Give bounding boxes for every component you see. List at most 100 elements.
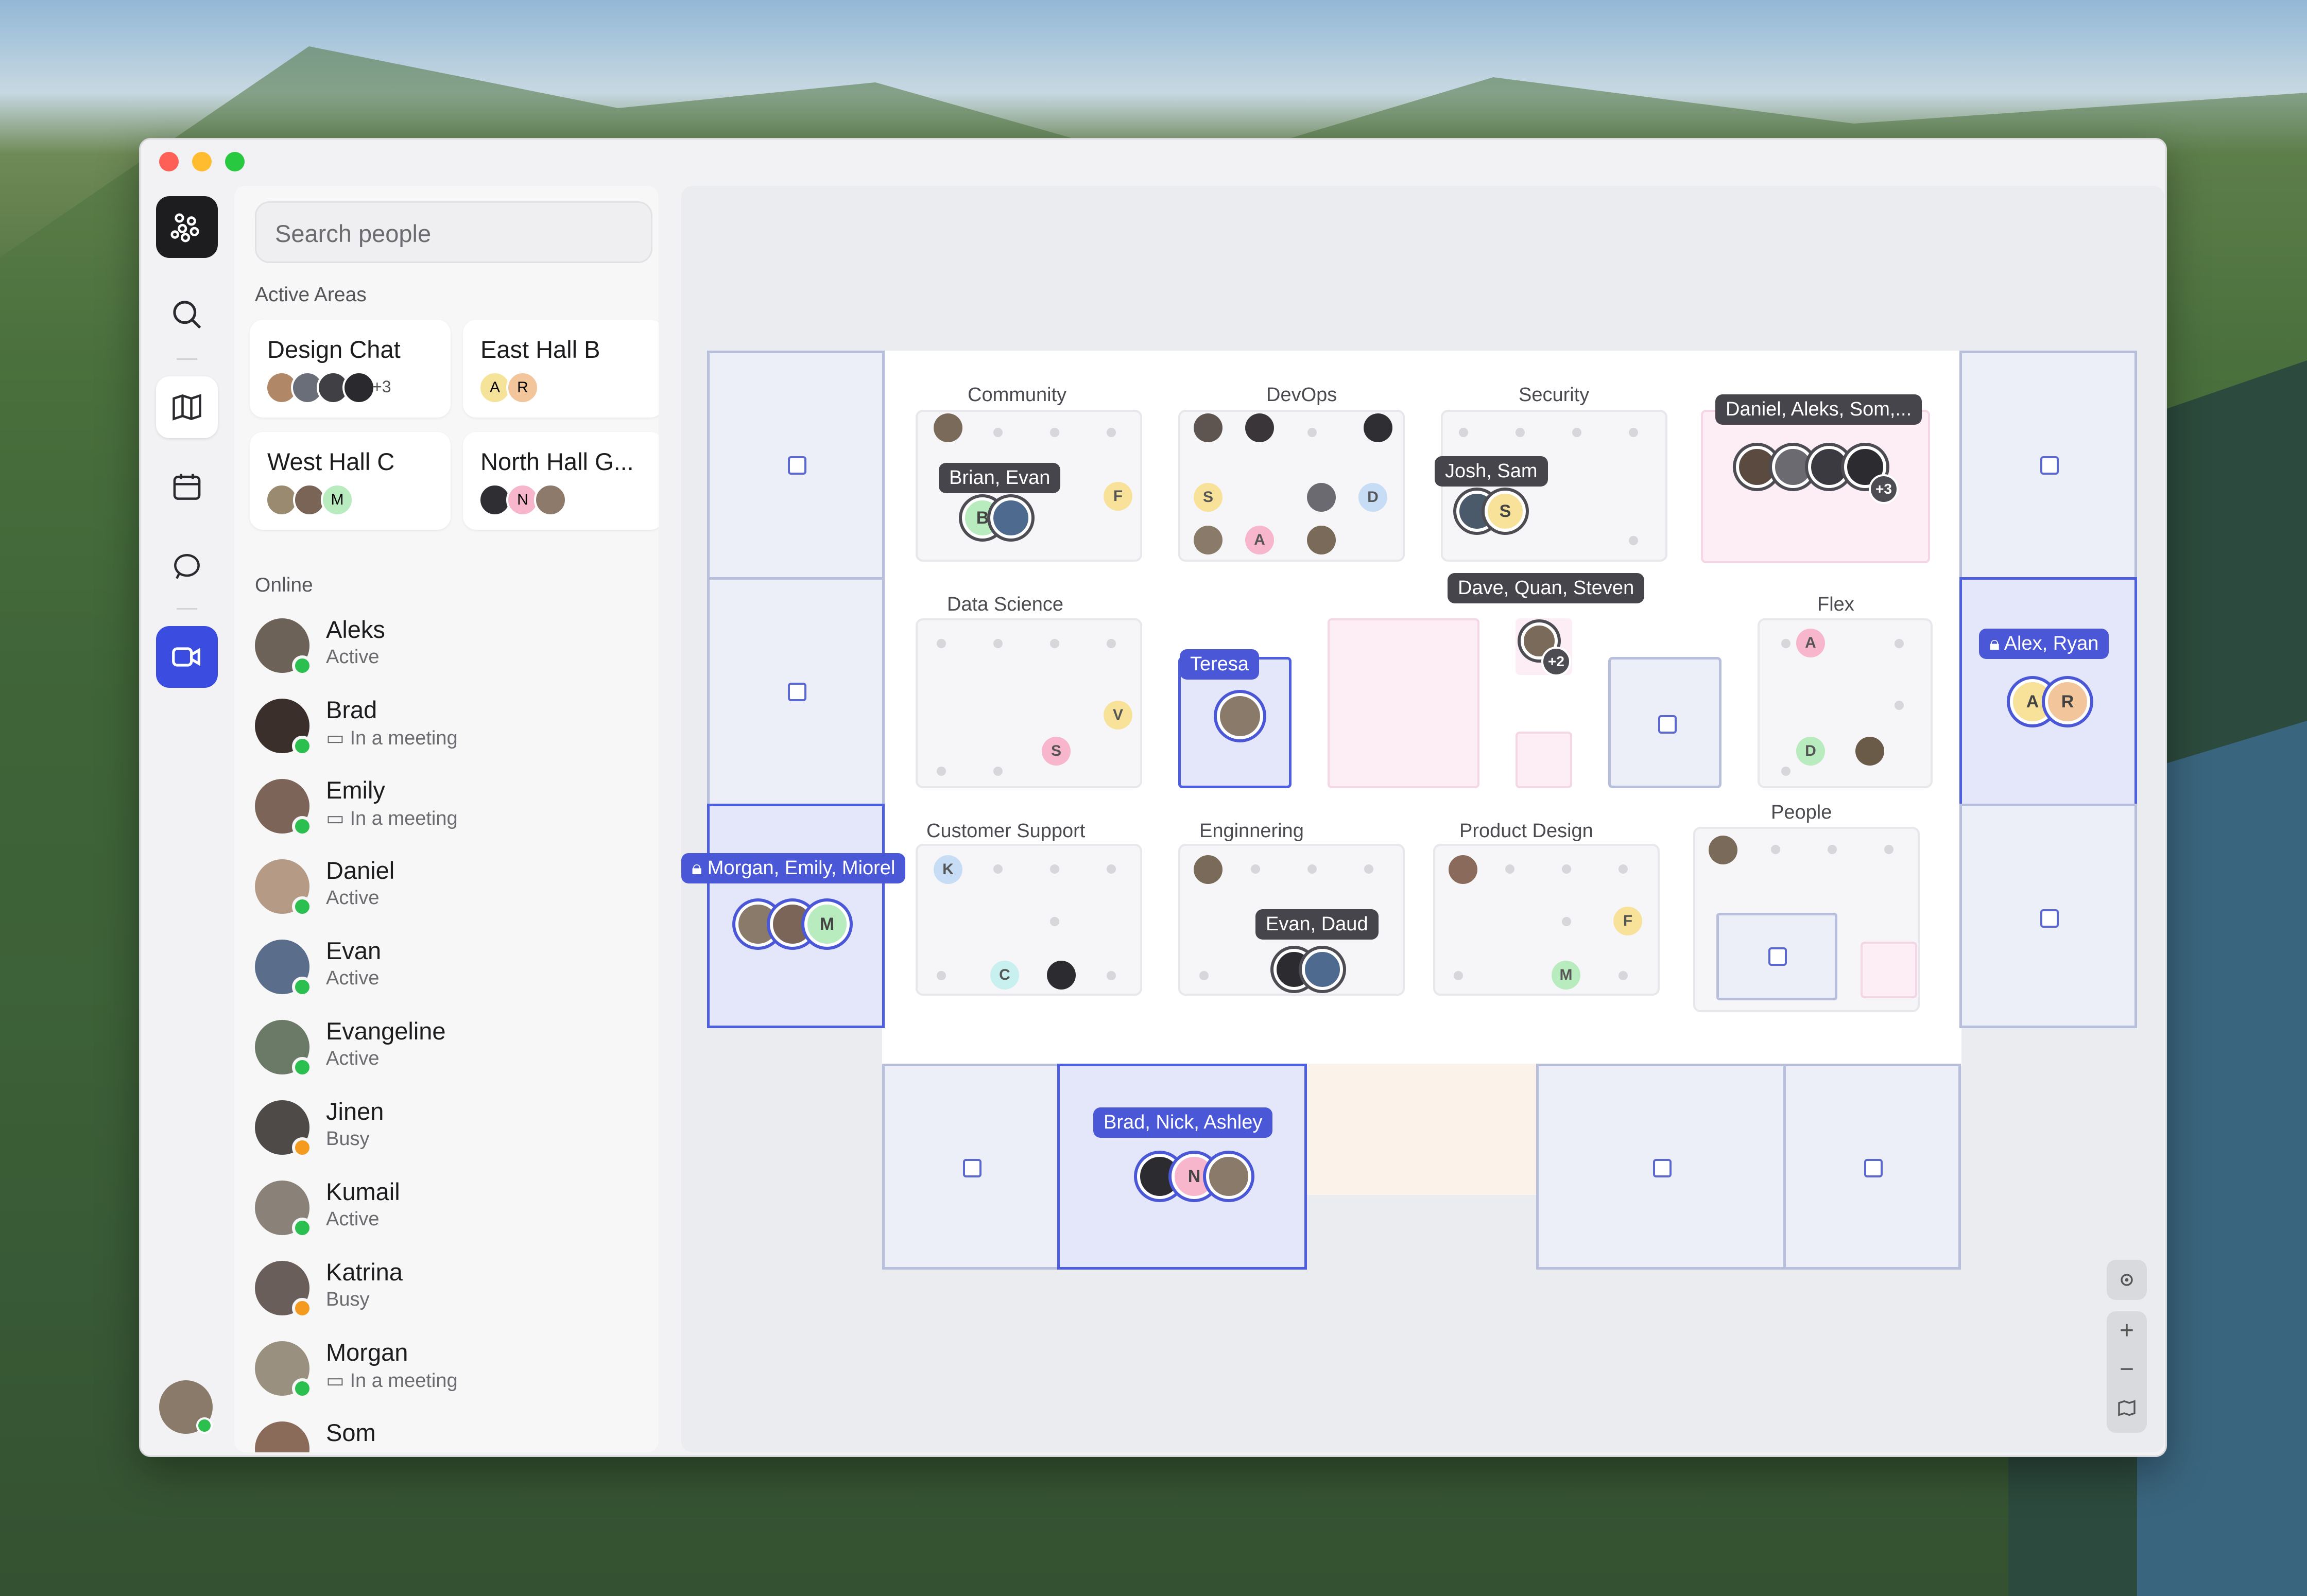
avatar[interactable] bbox=[1307, 526, 1336, 554]
avatar: R bbox=[506, 371, 539, 404]
avatar[interactable] bbox=[1194, 526, 1223, 554]
avatar[interactable]: S bbox=[1042, 737, 1071, 766]
zone-label: Flex bbox=[1809, 594, 1863, 616]
avatar[interactable] bbox=[1245, 413, 1274, 442]
room[interactable] bbox=[1959, 351, 2137, 580]
calendar-icon[interactable] bbox=[156, 456, 218, 518]
user-avatar[interactable] bbox=[159, 1380, 213, 1434]
avatar[interactable]: S bbox=[1485, 491, 1526, 532]
avatar[interactable] bbox=[1709, 836, 1737, 864]
avatar[interactable] bbox=[1194, 855, 1223, 884]
area-card[interactable]: North Hall G... N bbox=[463, 432, 659, 530]
map-icon[interactable] bbox=[156, 376, 218, 438]
avatar[interactable] bbox=[1855, 737, 1884, 766]
recenter-button[interactable] bbox=[2107, 1260, 2147, 1300]
avatar bbox=[342, 371, 375, 404]
door-icon bbox=[788, 456, 806, 475]
close-window-button[interactable] bbox=[159, 152, 179, 171]
room[interactable] bbox=[882, 1064, 1060, 1270]
avatar[interactable]: F bbox=[1613, 907, 1642, 935]
search-input[interactable]: Search people bbox=[255, 201, 652, 263]
group-tooltip: 🔒︎ Morgan, Emily, Miorel bbox=[681, 853, 906, 883]
search-icon[interactable] bbox=[156, 284, 218, 345]
room[interactable] bbox=[1783, 1064, 1961, 1270]
avatar[interactable]: A bbox=[1796, 629, 1825, 657]
room[interactable] bbox=[707, 577, 885, 806]
area-card[interactable]: Design Chat +3 bbox=[250, 320, 451, 418]
status-dot bbox=[292, 1218, 313, 1238]
zone-pink-small[interactable] bbox=[1516, 732, 1572, 788]
extra-count: +3 bbox=[1869, 474, 1899, 504]
status-dot bbox=[292, 655, 313, 676]
list-item[interactable]: Brad▭ In a meeting bbox=[255, 693, 657, 771]
calendar-icon: ▭ In a meeting bbox=[326, 727, 458, 749]
status-dot bbox=[292, 896, 313, 917]
status-dot bbox=[292, 977, 313, 997]
avatar bbox=[534, 483, 567, 516]
avatar[interactable]: C bbox=[990, 961, 1019, 990]
avatar[interactable] bbox=[1206, 1154, 1251, 1199]
list-item[interactable]: Som bbox=[255, 1416, 657, 1452]
avatar[interactable] bbox=[1449, 855, 1477, 884]
zone-data-science[interactable] bbox=[916, 618, 1142, 788]
avatar[interactable] bbox=[990, 497, 1031, 539]
avatar[interactable]: D bbox=[1796, 737, 1825, 766]
list-item[interactable]: Morgan▭ In a meeting bbox=[255, 1336, 657, 1413]
avatar[interactable]: A bbox=[1245, 526, 1274, 554]
avatar[interactable] bbox=[1047, 961, 1076, 990]
zone-label: Community bbox=[959, 384, 1075, 406]
minimize-window-button[interactable] bbox=[192, 152, 212, 171]
avatar[interactable]: A bbox=[2010, 679, 2055, 724]
map-icon[interactable] bbox=[2116, 1398, 2137, 1418]
maximize-window-button[interactable] bbox=[225, 152, 245, 171]
room[interactable] bbox=[1608, 657, 1721, 788]
avatar[interactable] bbox=[1194, 413, 1223, 442]
zoom-in-button[interactable]: + bbox=[2119, 1317, 2134, 1344]
avatar[interactable] bbox=[1217, 693, 1263, 739]
avatar[interactable] bbox=[1364, 413, 1392, 442]
avatar[interactable] bbox=[1736, 446, 1778, 488]
group-tooltip: Brad, Nick, Ashley bbox=[1093, 1107, 1273, 1138]
area-card[interactable]: East Hall B A R bbox=[463, 320, 659, 418]
group-tooltip: 🔒︎ Alex, Ryan bbox=[1979, 629, 2109, 659]
door-icon bbox=[1658, 715, 1677, 734]
avatar: N bbox=[506, 483, 539, 516]
status-dot bbox=[292, 1057, 313, 1078]
zone-pink-small[interactable] bbox=[1861, 942, 1917, 998]
video-icon[interactable] bbox=[156, 626, 218, 688]
area-card[interactable]: West Hall C M bbox=[250, 432, 451, 530]
room[interactable] bbox=[707, 351, 885, 580]
door-icon bbox=[788, 683, 806, 701]
zone-pink[interactable] bbox=[1328, 618, 1479, 788]
list-item[interactable]: Emily▭ In a meeting bbox=[255, 774, 657, 851]
avatar[interactable] bbox=[1302, 949, 1343, 990]
app-logo-icon[interactable] bbox=[156, 196, 218, 258]
avatar[interactable]: V bbox=[1104, 701, 1132, 730]
zone-label: Product Design bbox=[1451, 820, 1602, 842]
avatar[interactable]: S bbox=[1194, 483, 1223, 512]
room[interactable] bbox=[1959, 804, 2137, 1028]
avatar[interactable] bbox=[1307, 483, 1336, 512]
avatar[interactable]: D bbox=[1358, 483, 1387, 512]
zoom-controls: + − bbox=[2107, 1311, 2147, 1433]
room[interactable] bbox=[1716, 913, 1837, 1000]
group-tooltip: Teresa bbox=[1180, 649, 1260, 680]
avatar[interactable]: F bbox=[1104, 482, 1132, 511]
chat-icon[interactable] bbox=[156, 536, 218, 598]
zone-label: Security bbox=[1510, 384, 1598, 406]
avatar[interactable]: K bbox=[934, 855, 962, 884]
zoom-out-button[interactable]: − bbox=[2119, 1356, 2134, 1383]
avatar[interactable] bbox=[934, 413, 962, 442]
avatar[interactable]: M bbox=[1552, 961, 1580, 990]
room[interactable] bbox=[1536, 1064, 1786, 1270]
lounge bbox=[1307, 1064, 1536, 1195]
avatar[interactable]: M bbox=[804, 901, 850, 947]
avatar[interactable]: R bbox=[2045, 679, 2090, 724]
